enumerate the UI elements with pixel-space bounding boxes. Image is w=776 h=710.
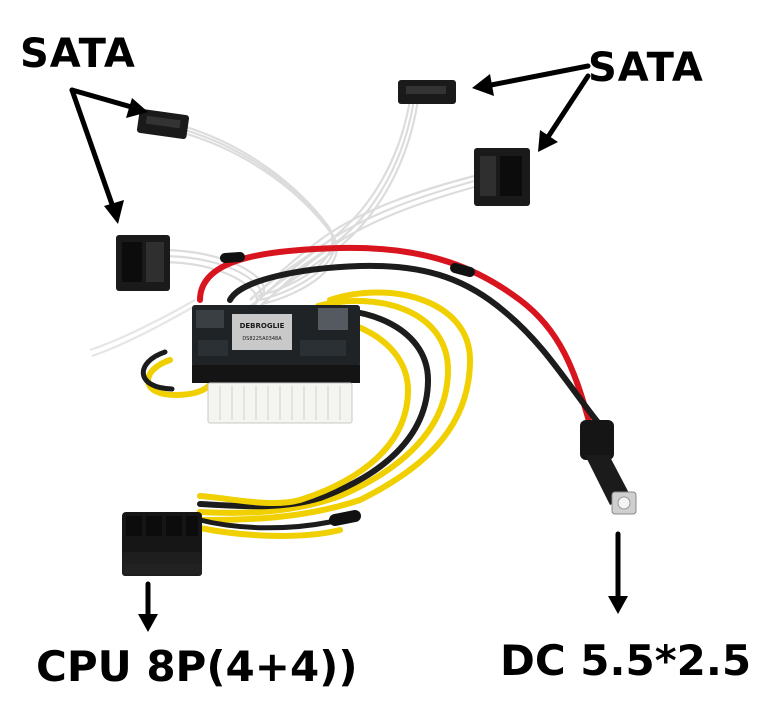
chip-label-bottom: DS8225A0348A <box>242 336 282 342</box>
callout-arrows <box>69 63 628 632</box>
atx-24pin-connector <box>207 382 353 424</box>
arrow-to-sata-right <box>543 73 591 143</box>
dc-cable <box>197 244 603 428</box>
sata-connector-right <box>474 148 530 206</box>
sata-label-right: SATA <box>588 45 704 91</box>
cpu-8p-label: CPU 8P(4+4)) <box>36 642 358 691</box>
cpu-8pin-connector <box>122 512 202 576</box>
sata-connector-left <box>116 235 170 291</box>
arrow-to-sata-top-middle <box>483 63 591 89</box>
dc-barrel-label: DC 5.5*2.5 <box>500 636 752 685</box>
arrow-to-sata-top-left <box>69 87 138 111</box>
sata-wire-bundle <box>89 99 479 358</box>
pcb-board: DEBROGLIE DS8225A0348A <box>192 305 360 383</box>
chip-label-top: DEBROGLIE <box>240 322 285 330</box>
sata-connector-top-middle <box>398 80 456 104</box>
dc-barrel-connector <box>580 420 637 515</box>
sata-label-left: SATA <box>20 31 136 77</box>
arrow-to-sata-left <box>69 87 117 213</box>
sata-connector-top-left <box>136 109 190 139</box>
